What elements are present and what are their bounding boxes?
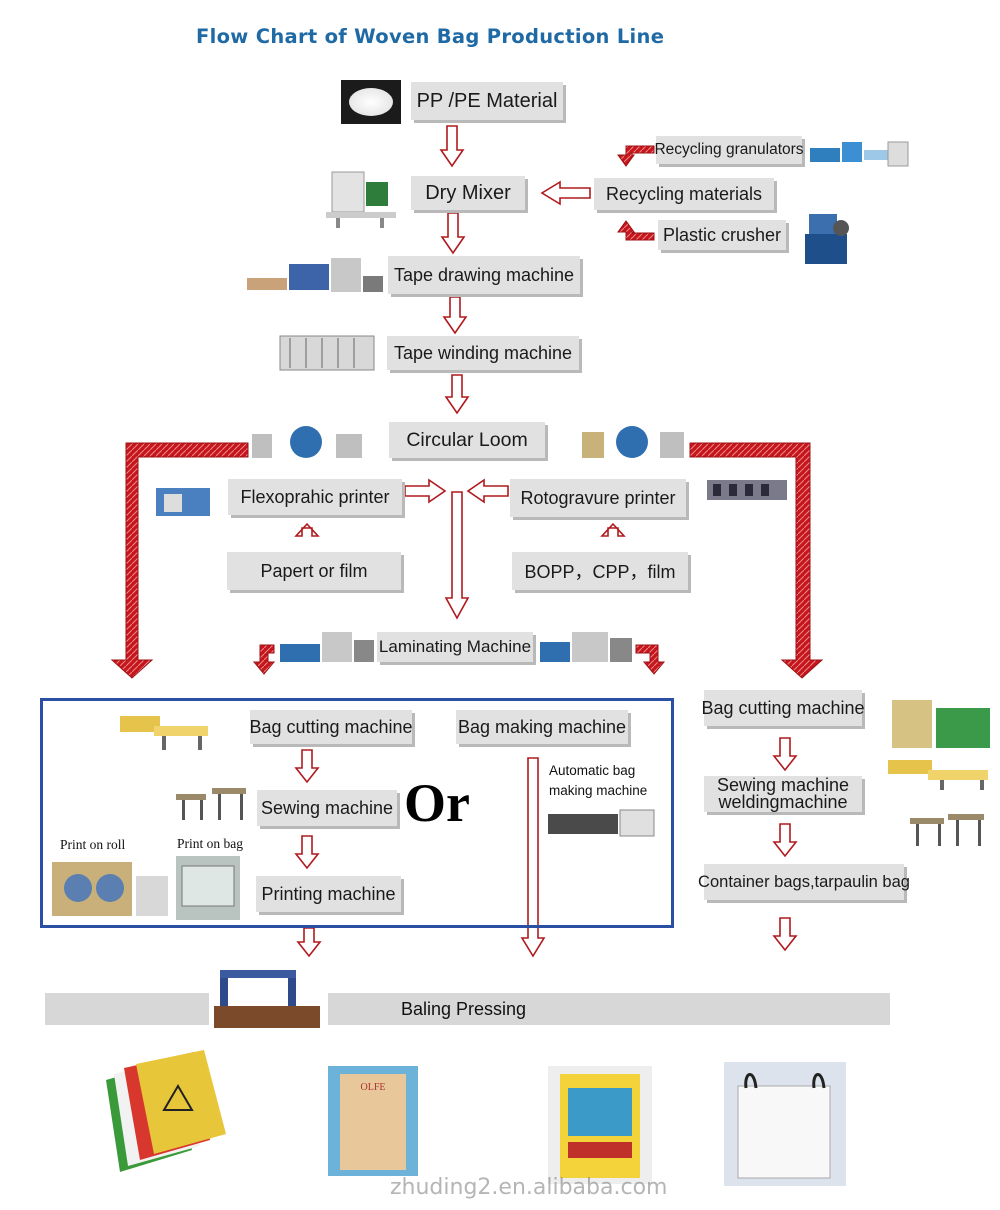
watermark-text: zhuding2.en.alibaba.com	[390, 1175, 668, 1200]
dry-mixer-image	[326, 171, 396, 228]
print-on-bag-label: Print on bag	[177, 836, 243, 851]
print-on-bag-image	[176, 856, 240, 920]
paper-film-box: Papert or film	[227, 552, 401, 590]
woven-bags-product-image	[106, 1050, 226, 1172]
container-bags-box: Container bags,tarpaulin bag	[698, 864, 910, 900]
print-on-roll-label: Print on roll	[60, 837, 126, 852]
bopp-box: BOPP，CPP，film	[512, 552, 688, 590]
laminating-left-image	[280, 632, 374, 662]
laminating-box: Laminating Machine	[377, 632, 533, 662]
circular-loom-box: Circular Loom	[389, 422, 545, 458]
tape-winding-image	[279, 335, 375, 371]
recycling-granulator-image	[810, 141, 909, 167]
right-loom-image	[892, 700, 990, 748]
rice-bag-product-image	[548, 1066, 652, 1184]
right-sewing-image	[910, 814, 984, 846]
tape-drawing-box: Tape drawing machine	[388, 256, 580, 294]
tape-winding-box: Tape winding machine	[387, 336, 579, 370]
page-title: Flow Chart of Woven Bag Production Line	[196, 25, 665, 48]
fibc-bag-product-image	[724, 1062, 846, 1186]
laminating-right-image	[540, 632, 632, 662]
recycling-granulators-box: Recycling granulators	[654, 136, 804, 164]
auto-bag-machine-image	[548, 809, 655, 837]
bag-cutter-image	[120, 716, 208, 750]
tape-drawing-image	[247, 258, 383, 292]
paper-bag-product-image: OLFE	[328, 1066, 418, 1176]
plastic-crusher-image	[805, 214, 849, 264]
paper-bag-brand: OLFE	[360, 1082, 386, 1093]
or-label: Or	[404, 773, 470, 833]
sewing-welding-box: Sewing machine weldingmachine	[704, 776, 862, 812]
auto-bag-label-1: Automatic bag	[549, 763, 636, 778]
sewing-welding-line-1: Sewing machine	[716, 775, 850, 795]
baling-label: Baling Pressing	[401, 998, 527, 1019]
roto-printer-image	[707, 480, 787, 500]
down-arrows-main	[294, 125, 798, 958]
roto-printer-box: Rotogravure printer	[510, 479, 686, 517]
dry-mixer-box: Dry Mixer	[411, 176, 525, 210]
big-red-arrows	[110, 145, 824, 679]
flexo-printer-box: Flexoprahic printer	[228, 479, 402, 515]
sewing-box: Sewing machine	[257, 790, 397, 826]
print-on-roll-image	[52, 862, 168, 916]
recycling-materials-box: Recycling materials	[594, 178, 774, 210]
printing-box: Printing machine	[256, 876, 401, 912]
auto-bag-label-2: making machine	[549, 783, 648, 798]
side-arrows	[404, 180, 591, 504]
plastic-crusher-box: Plastic crusher	[658, 220, 786, 250]
sewing-welding-line-2: weldingmachine	[718, 792, 848, 812]
baling-bar-right: Baling Pressing	[328, 993, 890, 1025]
pp-pe-material-box: PP /PE Material	[411, 82, 563, 120]
bag-making-section-frame	[40, 698, 674, 928]
baling-press-image	[214, 970, 320, 1028]
circular-loom-left-image	[252, 426, 362, 458]
bag-cutting-left-box: Bag cutting machine	[249, 710, 413, 744]
bag-cutting-right-box: Bag cutting machine	[701, 690, 865, 726]
sewing-machine-image	[176, 788, 246, 820]
baling-bar-left	[45, 993, 209, 1025]
flexo-printer-image	[156, 488, 210, 516]
bag-making-box: Bag making machine	[456, 710, 628, 744]
right-cutter-image	[888, 760, 988, 790]
circular-loom-right-image	[582, 426, 684, 458]
pp-pellets-image	[341, 80, 401, 124]
